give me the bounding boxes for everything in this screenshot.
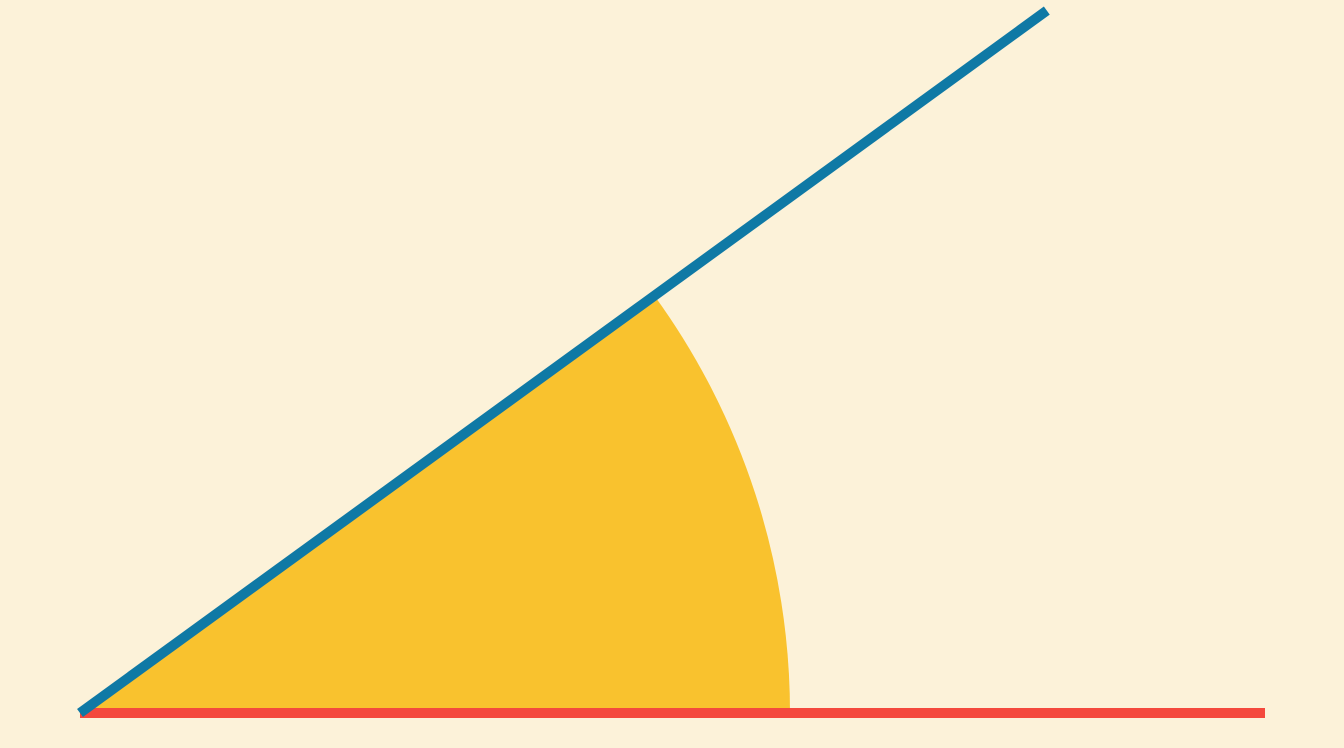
rotated-ray xyxy=(77,6,1050,718)
angle-sector xyxy=(80,295,790,713)
